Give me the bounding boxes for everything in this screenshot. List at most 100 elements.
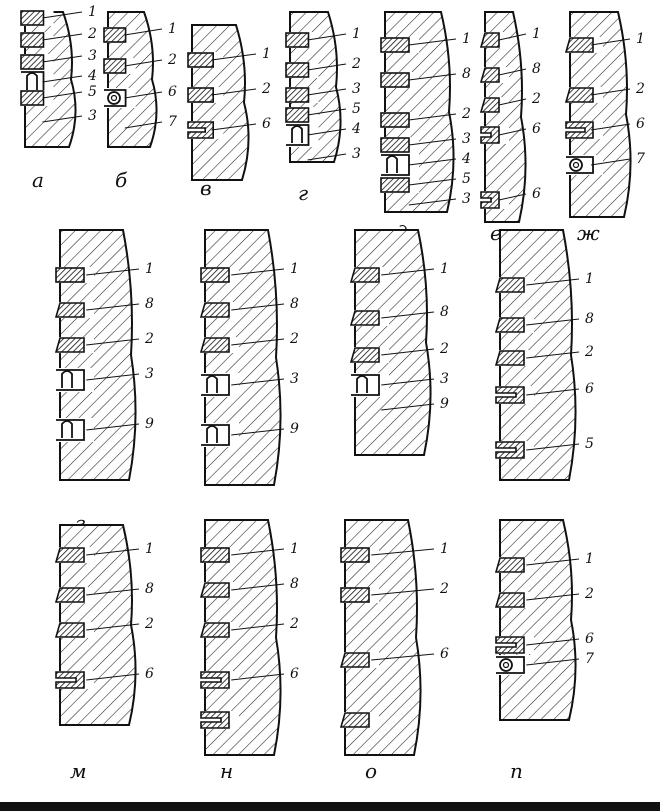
leader-line (498, 98, 527, 106)
leader-line (381, 268, 435, 276)
leader-line (371, 548, 435, 556)
piston-section (59, 229, 137, 481)
leader-line (86, 623, 140, 631)
panel-title: м (70, 759, 87, 783)
ring-rect (200, 267, 230, 283)
expander-wave (386, 155, 398, 173)
leader-line (86, 268, 140, 276)
callout-number: 1 (88, 4, 97, 20)
leader-line (371, 653, 435, 661)
leader-line (526, 351, 580, 359)
callout-number: 7 (636, 151, 645, 167)
ring-oil-u (495, 386, 525, 404)
ring-tapered (494, 592, 525, 608)
callout-number: 2 (584, 344, 594, 360)
callout-number: 2 (584, 586, 594, 602)
ring-expander (56, 419, 85, 441)
panel-title: з (75, 511, 86, 535)
leader-line (307, 33, 347, 41)
leader-line (42, 11, 83, 19)
ring-tapered (479, 32, 500, 48)
leader-line (307, 128, 347, 136)
leader-line (42, 55, 83, 63)
leader-line (381, 311, 435, 319)
ring-rect (340, 547, 370, 563)
ring-coil-groove (496, 656, 525, 674)
ring-rect (103, 58, 127, 74)
leader-line (231, 378, 285, 386)
callout-number: 2 (351, 56, 361, 72)
leader-line (86, 673, 140, 681)
expander-wave (206, 425, 218, 443)
leader-line (211, 123, 257, 131)
ring-tapered (339, 712, 370, 728)
ring-rect (380, 177, 410, 193)
piston-section (354, 229, 432, 456)
callout-number: 1 (585, 271, 594, 287)
leader-line (231, 428, 285, 436)
leader-line (408, 113, 457, 121)
callout-number: 1 (352, 26, 361, 42)
leader-line (408, 73, 457, 81)
expander-wave (356, 375, 368, 393)
ring-tapered (199, 302, 230, 318)
callout-number: 3 (88, 108, 97, 124)
panel-title: е (490, 221, 502, 245)
ring-oil-u (55, 671, 85, 689)
ring-tapered (349, 310, 380, 326)
ring-oil-u (480, 191, 500, 209)
ring-oil-u (480, 126, 500, 144)
callout-number: 1 (145, 541, 154, 557)
ring-tapered (479, 67, 500, 83)
leader-line (498, 193, 527, 201)
leader-line (408, 158, 457, 166)
leader-line (86, 338, 140, 346)
panel-title: н (220, 759, 233, 783)
leader-line (211, 88, 257, 96)
callout-number: 1 (168, 21, 177, 37)
piston-section (204, 229, 282, 486)
callout-number: 6 (145, 666, 154, 682)
piston-section (499, 519, 577, 721)
leader-line (86, 423, 140, 431)
piston-section (484, 11, 527, 223)
callout-number: 8 (145, 296, 154, 312)
ring-tapered (564, 87, 594, 103)
callout-number: 2 (144, 616, 154, 632)
ring-rect (285, 62, 310, 78)
leader-line (231, 583, 285, 591)
ring-tapered (494, 557, 525, 573)
callout-number: 1 (262, 46, 271, 62)
leader-line (526, 318, 580, 326)
leader-line (526, 658, 580, 666)
callout-number: 2 (289, 331, 299, 347)
expander-wave (206, 375, 218, 393)
callout-number: 8 (462, 66, 471, 82)
ring-rect (20, 54, 45, 70)
callout-number: 1 (290, 261, 299, 277)
leader-line (590, 88, 631, 96)
callout-number: 3 (462, 131, 471, 147)
callout-number: 6 (585, 381, 594, 397)
ring-tapered (54, 302, 85, 318)
coil-spring (499, 658, 513, 672)
ring-tapered (54, 622, 85, 638)
ring-rect (380, 72, 410, 88)
callout-number: 2 (439, 581, 449, 597)
ring-tapered (564, 37, 594, 53)
expander-wave (291, 125, 303, 143)
ring-rect (340, 587, 370, 603)
leader-line (526, 388, 580, 396)
coil-spring (107, 91, 121, 105)
panel-title: б (115, 168, 128, 192)
ring-expander (201, 374, 230, 396)
callout-number: 2 (87, 26, 97, 42)
callout-number: 9 (290, 421, 299, 437)
callout-number: 2 (461, 106, 471, 122)
